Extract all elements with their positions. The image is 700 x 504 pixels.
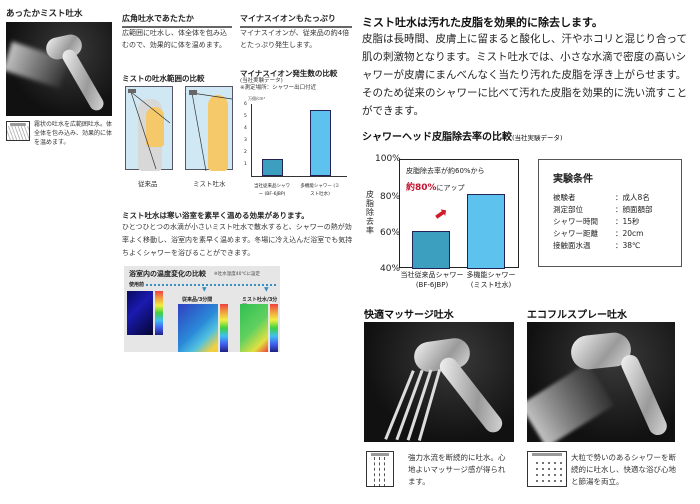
ion-bar-chart: 1 2 3 4 5 6 xyxy=(240,100,350,180)
massage-title: 快適マッサージ吐水 xyxy=(364,310,454,321)
condition-row: 測定部位：顔面額部 xyxy=(553,205,653,214)
ion-bar-mist xyxy=(310,110,331,176)
sebum-bar-chart: 皮脂除去率が約60%から 約80%にアップ ➡ xyxy=(399,159,519,269)
massage-shower-photo xyxy=(364,322,514,442)
ion-bar-conventional xyxy=(262,159,283,176)
eco-caption: 大粒で勢いのあるシャワーを断続的に吐水し、快適な浴び心地と節湯を両立。 xyxy=(571,453,676,486)
ion-cat-0: 当社従来品シャワー (BF-6JBP) xyxy=(254,184,290,197)
up-arrow-icon: ➡ xyxy=(429,201,452,226)
experiment-conditions-box: 実験条件 被験者：成人8名 測定部位：顔面額部 シャワー時間：15秒 シャワー距… xyxy=(538,159,682,267)
sebum-chart-title: シャワーヘッド皮脂除去率の比較(当社実験データ) xyxy=(362,132,563,143)
down-arrow-icon: ▼ xyxy=(264,286,269,293)
conventional-range-diagram xyxy=(125,86,173,171)
right-body: 皮脂は長時間、皮膚上に留まると酸化し、汗やホコリと混じり合って肌の刺激物となりま… xyxy=(362,33,688,117)
warm-title: ミスト吐水は寒い浴室を素早く温める効果があります。 xyxy=(122,211,309,220)
sebum-ylabel: 皮脂除去率 xyxy=(366,190,374,235)
down-arrow-icon: ▼ xyxy=(202,286,207,293)
eco-title: エコフルスプレー吐水 xyxy=(527,310,627,321)
temp-panel-title: 浴室内の温度変化の比較 xyxy=(129,270,206,278)
wide-body: 広範囲に吐水し、体全体を包み込むので、効果的に体を温めます。 xyxy=(122,29,227,49)
mist-shower-photo xyxy=(6,22,112,116)
diagram-title: ミストの吐水範囲の比較 xyxy=(122,74,205,83)
wide-title: 広角吐水であたたか xyxy=(122,13,232,28)
ion-body: マイナスイオンが、従来品の約4倍とたっぷり発生します。 xyxy=(240,29,350,49)
thermal-image-conventional xyxy=(178,304,218,352)
conventional-3min-label: 従来品/3分間 xyxy=(182,297,213,303)
massage-stream-pattern-icon xyxy=(366,451,394,487)
temperature-comparison-panel: 浴室内の温度変化の比較 ※吐水温度40℃に設定 使用前 ▼ ▼ 従来品/3分間 … xyxy=(124,266,280,352)
thermal-image-mist xyxy=(240,304,268,352)
condition-row: シャワー距離：20cm xyxy=(553,229,644,238)
ion-chart-location: ※測定場所：シャワー出口付近 xyxy=(240,85,317,91)
ion-chart-note: (当社実験データ) xyxy=(240,78,283,84)
eco-shower-photo xyxy=(527,322,675,442)
temp-panel-note: ※吐水温度40℃に設定 xyxy=(214,272,261,277)
right-headline: ミスト吐水は汚れた皮脂を効果的に除去します。 xyxy=(362,16,603,29)
mist-spray-pattern-icon xyxy=(6,121,30,141)
sebum-bar-mist xyxy=(467,194,505,269)
ion-cat-1: 多機能シャワー (ミスト吐水) xyxy=(300,184,340,197)
sebum-bar-conventional xyxy=(412,231,450,269)
before-label: 使用前 xyxy=(129,282,145,288)
condition-row: 被験者：成人8名 xyxy=(553,193,650,202)
mist-title: あったかミスト吐水 xyxy=(6,9,83,19)
temperature-scale xyxy=(155,291,163,335)
ion-title: マイナスイオンもたっぷり xyxy=(240,13,352,28)
mist-range-diagram xyxy=(185,86,233,171)
conditions-title: 実験条件 xyxy=(553,174,593,185)
ion-unit: 万個/cm³ xyxy=(248,96,266,101)
label-mist: ミスト吐水 xyxy=(193,180,226,188)
warm-body: ひとつひとつの水滴が小さいミスト吐水で散水すると、シャワーの熱が効率よく移動し、… xyxy=(122,223,353,257)
annotation-line2: 約80%にアップ xyxy=(406,183,465,193)
sebum-cat-1: 多機能シャワー (ミスト吐水) xyxy=(466,271,516,289)
mist-caption: 霧状の吐水を広範囲吐水。体全体を包み込み、効果的に体を温めます。 xyxy=(34,121,113,146)
spray-dots-pattern-icon xyxy=(527,451,567,487)
sebum-cat-0: 当社従来品シャワー (BF-6JBP) xyxy=(400,271,464,289)
annotation-line1: 皮脂除去率が約60%から xyxy=(406,167,485,175)
label-conventional: 従来品 xyxy=(138,180,158,188)
ion-chart-title: マイナスイオン発生数の比較 xyxy=(240,69,338,78)
condition-row: 接触面水温：38℃ xyxy=(553,241,641,250)
massage-caption: 強力水流を断続的に吐水。心地よいマッサージ感が得られます。 xyxy=(408,453,506,486)
condition-row: シャワー時間：15秒 xyxy=(553,217,640,226)
thermal-image-before xyxy=(127,291,153,335)
